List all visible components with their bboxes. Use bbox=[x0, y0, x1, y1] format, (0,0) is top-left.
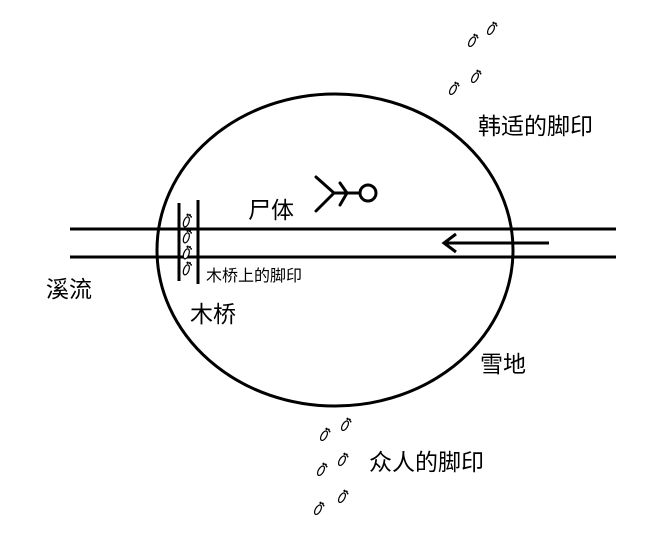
han-footprints-label: 韩适的脚印 bbox=[478, 114, 593, 140]
footprint-icon bbox=[466, 32, 481, 49]
stream bbox=[70, 227, 616, 259]
crowd-footprints bbox=[312, 416, 354, 517]
snow-ground-boundary bbox=[155, 92, 515, 408]
footprint-icon bbox=[312, 500, 327, 517]
footprint-icon bbox=[447, 80, 462, 97]
footprint-icon bbox=[318, 426, 333, 443]
bridge-footprints bbox=[181, 212, 194, 277]
wooden-bridge bbox=[177, 200, 200, 284]
stick-figure-icon bbox=[314, 175, 378, 213]
footprint-icon bbox=[469, 68, 484, 85]
bridge-label: 木桥 bbox=[190, 302, 236, 328]
footprint-icon bbox=[485, 20, 500, 37]
bridge-footprints-label: 木桥上的脚印 bbox=[206, 266, 302, 285]
footprint-icon bbox=[336, 451, 351, 468]
crowd-footprints-label: 众人的脚印 bbox=[369, 450, 484, 476]
snow-ground-label: 雪地 bbox=[480, 352, 526, 378]
corpse-label: 尸体 bbox=[248, 198, 294, 224]
footprint-icon bbox=[315, 461, 330, 478]
footprint-icon bbox=[181, 212, 194, 229]
footprint-icon bbox=[181, 228, 194, 245]
han-footprints bbox=[447, 20, 500, 97]
footprint-icon bbox=[181, 260, 194, 277]
left-arrow-icon bbox=[441, 232, 549, 254]
footprint-icon bbox=[336, 488, 351, 505]
footprint-icon bbox=[339, 416, 354, 433]
stream-label: 溪流 bbox=[46, 277, 92, 303]
